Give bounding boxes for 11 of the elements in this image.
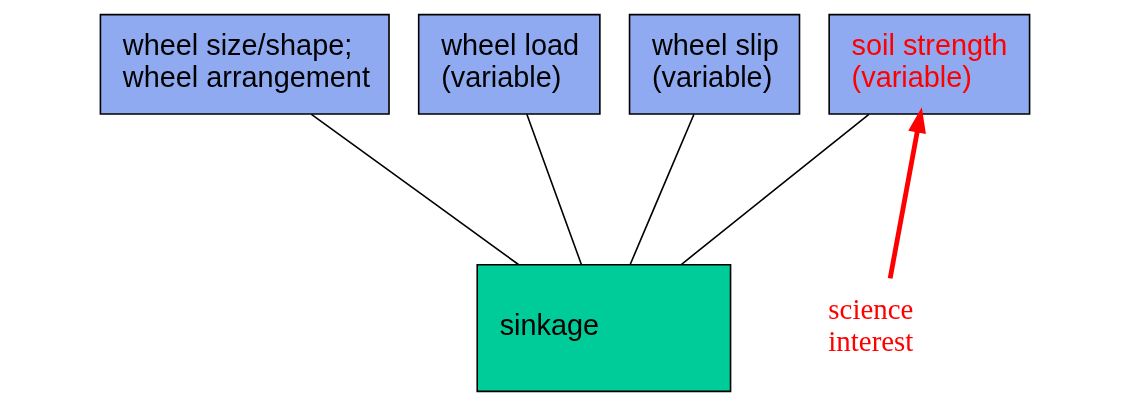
node-box: wheel slip (variable) [628, 13, 801, 115]
node-box: sinkage [476, 263, 732, 393]
node-box: wheel size/shape; wheel arrangement [99, 13, 390, 115]
connector [310, 113, 520, 266]
node-box: soil strength (variable) [828, 13, 1031, 115]
connector [680, 113, 870, 266]
node-box: wheel load (variable) [417, 13, 601, 115]
connector [629, 113, 695, 266]
arrow [887, 107, 926, 279]
node-text: science interest [828, 293, 914, 358]
connector [526, 113, 583, 266]
